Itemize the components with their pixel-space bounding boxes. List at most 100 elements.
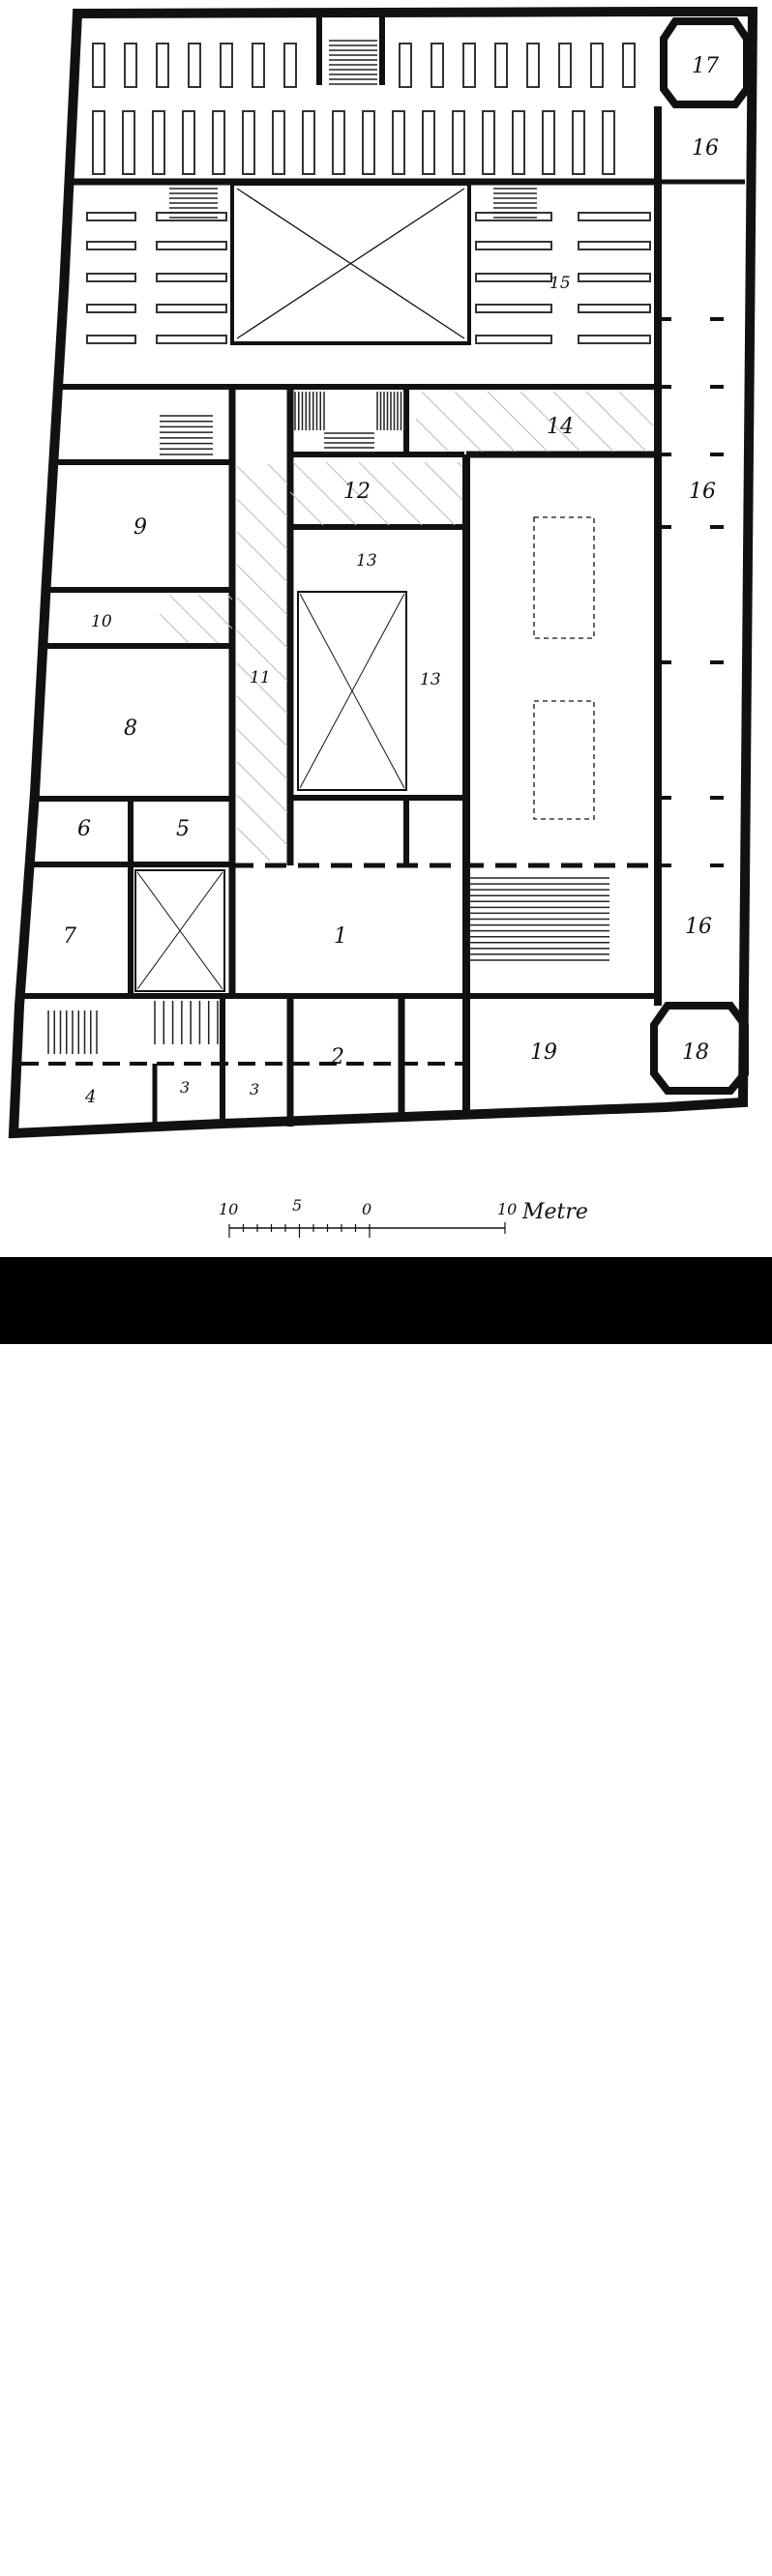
book-stacks bbox=[86, 43, 651, 344]
book-stack bbox=[156, 273, 227, 282]
hatch-line bbox=[267, 463, 288, 484]
outer-walls bbox=[8, 6, 758, 1139]
light-shaft bbox=[297, 591, 407, 791]
book-stack bbox=[86, 335, 136, 344]
hatch-line bbox=[236, 695, 288, 747]
hatch-line bbox=[236, 597, 288, 649]
book-stack bbox=[252, 43, 265, 88]
book-stack bbox=[392, 110, 405, 175]
book-stack bbox=[572, 110, 585, 175]
hatch-line bbox=[552, 391, 614, 453]
room-label: 6 bbox=[77, 817, 91, 841]
book-stack bbox=[92, 43, 105, 88]
book-stack bbox=[399, 43, 412, 88]
book-stack bbox=[302, 110, 315, 175]
scale-label: 10 bbox=[497, 1200, 517, 1218]
room-label: 19 bbox=[530, 1040, 557, 1065]
book-stack bbox=[86, 212, 136, 221]
room-label: 13 bbox=[356, 551, 377, 571]
book-stack bbox=[124, 43, 137, 88]
book-stack bbox=[452, 110, 465, 175]
hatch-line bbox=[236, 564, 288, 616]
hatch-line bbox=[424, 461, 463, 501]
room-label: 14 bbox=[547, 415, 574, 439]
hatch-line bbox=[454, 391, 516, 453]
hatch-line bbox=[520, 391, 581, 453]
hatch-line bbox=[168, 594, 219, 644]
book-stack bbox=[122, 110, 135, 175]
scale-ticks bbox=[228, 1222, 506, 1238]
book-stack bbox=[272, 110, 285, 175]
book-stack bbox=[431, 43, 444, 88]
scale-label: 10 bbox=[219, 1200, 238, 1218]
book-stack bbox=[475, 241, 552, 250]
book-stack bbox=[422, 110, 435, 175]
book-stack bbox=[156, 335, 227, 344]
book-stack bbox=[182, 110, 195, 175]
book-stack bbox=[558, 43, 572, 88]
room-label: 4 bbox=[84, 1087, 96, 1107]
hatch-line bbox=[236, 465, 288, 517]
hatch-line bbox=[236, 761, 288, 813]
room-label: 3 bbox=[180, 1078, 190, 1097]
hatch-line bbox=[415, 418, 450, 453]
hatch-line bbox=[236, 498, 288, 550]
book-stack bbox=[188, 43, 201, 88]
book-stack bbox=[578, 273, 651, 282]
hatch-line bbox=[236, 827, 271, 862]
floor-plan: 1 2 3 3 4 5 6 7 8 9 10 11 12 13 13 14 15… bbox=[8, 6, 758, 1238]
room-label: 16 bbox=[685, 915, 712, 939]
book-stack bbox=[578, 212, 651, 221]
book-stack bbox=[578, 335, 651, 344]
hatch-line bbox=[236, 662, 288, 715]
room-label: 17 bbox=[692, 54, 719, 78]
book-stack bbox=[152, 110, 165, 175]
room-label: 18 bbox=[682, 1040, 709, 1065]
scale-label: 0 bbox=[362, 1200, 371, 1218]
room-label: 16 bbox=[689, 480, 716, 504]
book-stack bbox=[622, 43, 636, 88]
room-label: 10 bbox=[91, 612, 112, 631]
corner-towers bbox=[650, 17, 751, 1095]
room-label: 7 bbox=[63, 924, 76, 949]
book-stack bbox=[156, 241, 227, 250]
room-label: 3 bbox=[250, 1080, 259, 1098]
hatch-line bbox=[292, 461, 357, 526]
book-stack bbox=[475, 304, 552, 313]
hatch-line bbox=[325, 461, 390, 526]
hatch-line bbox=[226, 594, 233, 600]
hatch-line bbox=[487, 391, 549, 453]
book-stack bbox=[475, 335, 552, 344]
book-stack bbox=[156, 212, 227, 221]
book-stack bbox=[475, 273, 552, 282]
room-label: 1 bbox=[334, 924, 347, 949]
book-stack bbox=[242, 110, 255, 175]
hatch-line bbox=[159, 613, 190, 644]
corridor-hatching bbox=[159, 391, 654, 862]
book-stack bbox=[156, 304, 227, 313]
alamy-logo: alamy bbox=[46, 2532, 173, 2576]
site-url: www.alamy.com bbox=[601, 2559, 733, 2576]
book-stack bbox=[602, 110, 615, 175]
watermark-footer: alamy J39136 www.alamy.com bbox=[0, 1257, 772, 2576]
book-stack bbox=[86, 273, 136, 282]
scale-label: 5 bbox=[292, 1196, 302, 1215]
book-stack bbox=[462, 43, 476, 88]
hatch-line bbox=[236, 794, 288, 846]
scale-bar: 10 5 0 10 Metre bbox=[219, 1196, 588, 1238]
reading-tables bbox=[533, 516, 595, 820]
hatch-line bbox=[236, 728, 288, 780]
book-stack bbox=[92, 110, 105, 175]
hatch-line bbox=[358, 461, 423, 526]
book-stack bbox=[526, 43, 540, 88]
book-stack bbox=[86, 304, 136, 313]
book-stack bbox=[578, 241, 651, 250]
scale-unit: Metre bbox=[521, 1200, 588, 1224]
room-label: 11 bbox=[250, 668, 271, 688]
room-label: 8 bbox=[124, 717, 137, 741]
hatch-line bbox=[236, 629, 288, 682]
room-labels: 1 2 3 3 4 5 6 7 8 9 10 11 12 13 13 14 15… bbox=[63, 54, 719, 1107]
book-stack bbox=[332, 110, 345, 175]
hatch-line bbox=[197, 594, 233, 629]
light-court bbox=[230, 182, 471, 345]
